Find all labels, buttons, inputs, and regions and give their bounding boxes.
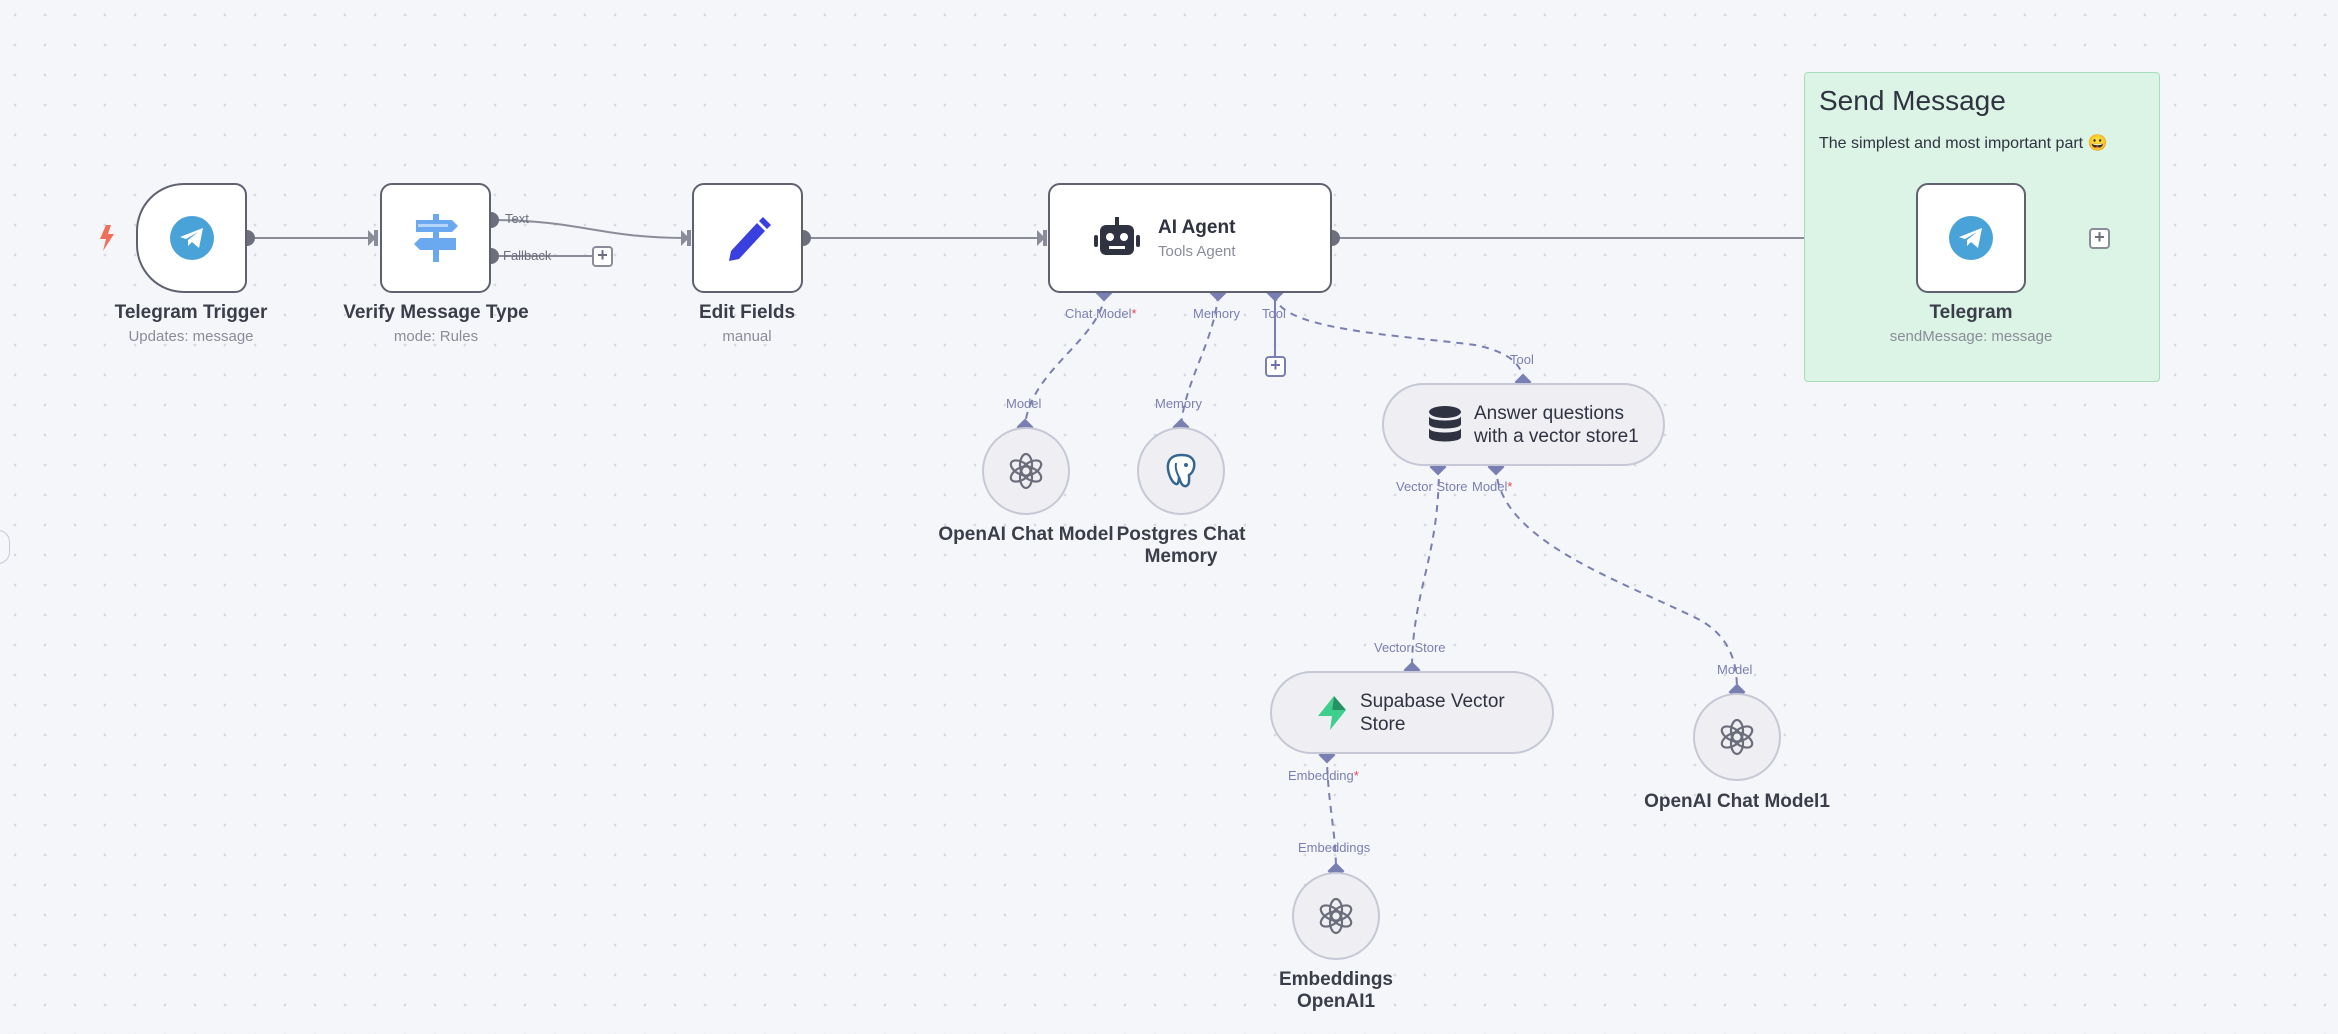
connection-tool xyxy=(1274,293,1524,383)
input-label-memory: Memory xyxy=(1155,396,1202,411)
node-telegram[interactable] xyxy=(1916,183,2026,293)
node-openai-chat-model1[interactable] xyxy=(1693,693,1781,781)
node-title: Edit Fields xyxy=(698,302,796,323)
node-title-line1: Postgres Chat xyxy=(1116,524,1246,545)
input-label-vector-store: Vector Store xyxy=(1396,479,1468,494)
node-title-line2: Memory xyxy=(1144,546,1218,567)
node-subtitle: manual xyxy=(722,328,772,345)
add-node-fallback-button[interactable]: + xyxy=(592,246,613,267)
node-title-line2: Store xyxy=(1360,713,1406,735)
node-edit-fields[interactable] xyxy=(692,183,803,293)
supabase-icon xyxy=(1318,695,1346,730)
robot-icon xyxy=(1094,217,1140,255)
node-title-line2: with a vector store1 xyxy=(1474,425,1639,447)
input-label-embeddings: Embeddings xyxy=(1298,840,1371,855)
database-icon xyxy=(1429,405,1461,441)
connection-embedding xyxy=(1326,753,1337,872)
node-embeddings-openai1[interactable] xyxy=(1292,872,1380,960)
add-node-after-telegram-button[interactable]: + xyxy=(2089,228,2110,249)
node-title-line1: Embeddings xyxy=(1278,969,1394,990)
node-title: AI Agent xyxy=(1158,216,1236,238)
input-label-model: Model* xyxy=(1472,479,1513,494)
openai-icon xyxy=(1006,451,1046,491)
node-title: Verify Message Type xyxy=(343,302,529,323)
input-label-memory: Memory xyxy=(1193,306,1240,321)
node-title: OpenAI Chat Model xyxy=(938,524,1114,545)
openai-icon xyxy=(1717,717,1757,757)
output-label-fallback: Fallback xyxy=(503,248,552,263)
node-telegram-trigger[interactable] xyxy=(136,183,247,293)
telegram-icon xyxy=(169,216,214,260)
connection-memory xyxy=(1180,293,1219,427)
node-subtitle: Updates: message xyxy=(128,328,254,345)
node-verify-message-type[interactable] xyxy=(380,183,491,293)
node-ai-agent[interactable]: AI Agent Tools Agent xyxy=(1048,183,1332,293)
connection-chatmodel xyxy=(1024,293,1106,427)
connection-model1 xyxy=(1495,465,1738,693)
output-label-text: Text xyxy=(505,211,529,226)
add-tool-button[interactable]: + xyxy=(1265,356,1286,377)
input-label-chat-model: Chat Model* xyxy=(1065,306,1137,321)
signpost-icon xyxy=(413,214,458,262)
input-label-model: Model xyxy=(1717,662,1753,677)
node-title: OpenAI Chat Model1 xyxy=(1644,791,1830,812)
sticky-text: The simplest and most important part 😀 xyxy=(1819,135,2108,152)
node-openai-chat-model[interactable] xyxy=(982,427,1070,515)
node-subtitle: sendMessage: message xyxy=(1889,328,2053,345)
input-label-tool: Tool xyxy=(1510,352,1534,367)
connection-vectorstore xyxy=(1411,465,1440,671)
node-title-line2: OpenAI1 xyxy=(1296,991,1376,1012)
input-label-embedding: Embedding* xyxy=(1288,768,1359,783)
node-subtitle: mode: Rules xyxy=(393,328,479,345)
openai-icon xyxy=(1316,896,1356,936)
node-title: Telegram Trigger xyxy=(114,302,268,323)
input-label-vector-store: Vector Store xyxy=(1374,640,1446,655)
pen-icon xyxy=(728,217,771,261)
node-title-line1: Answer questions xyxy=(1474,402,1624,424)
input-label-tool: Tool xyxy=(1262,306,1286,321)
node-title-line1: Supabase Vector xyxy=(1360,690,1505,712)
sticky-title: Send Message xyxy=(1819,85,2006,116)
node-subtitle: Tools Agent xyxy=(1158,242,1236,260)
node-title: Telegram xyxy=(1929,302,2013,323)
telegram-icon xyxy=(1949,216,1993,260)
sticky-note-send-message[interactable]: Send Message The simplest and most impor… xyxy=(1804,72,2160,382)
lightning-bolt-icon xyxy=(100,225,114,251)
node-supabase-vector-store[interactable]: Supabase Vector Store xyxy=(1270,671,1554,754)
connection-verify-text-to-edit xyxy=(490,219,687,239)
node-answer-questions[interactable]: Answer questions with a vector store1 xyxy=(1382,383,1665,466)
postgres-icon xyxy=(1166,453,1196,488)
node-postgres-chat-memory[interactable] xyxy=(1137,427,1225,515)
input-label-model: Model xyxy=(1006,396,1042,411)
